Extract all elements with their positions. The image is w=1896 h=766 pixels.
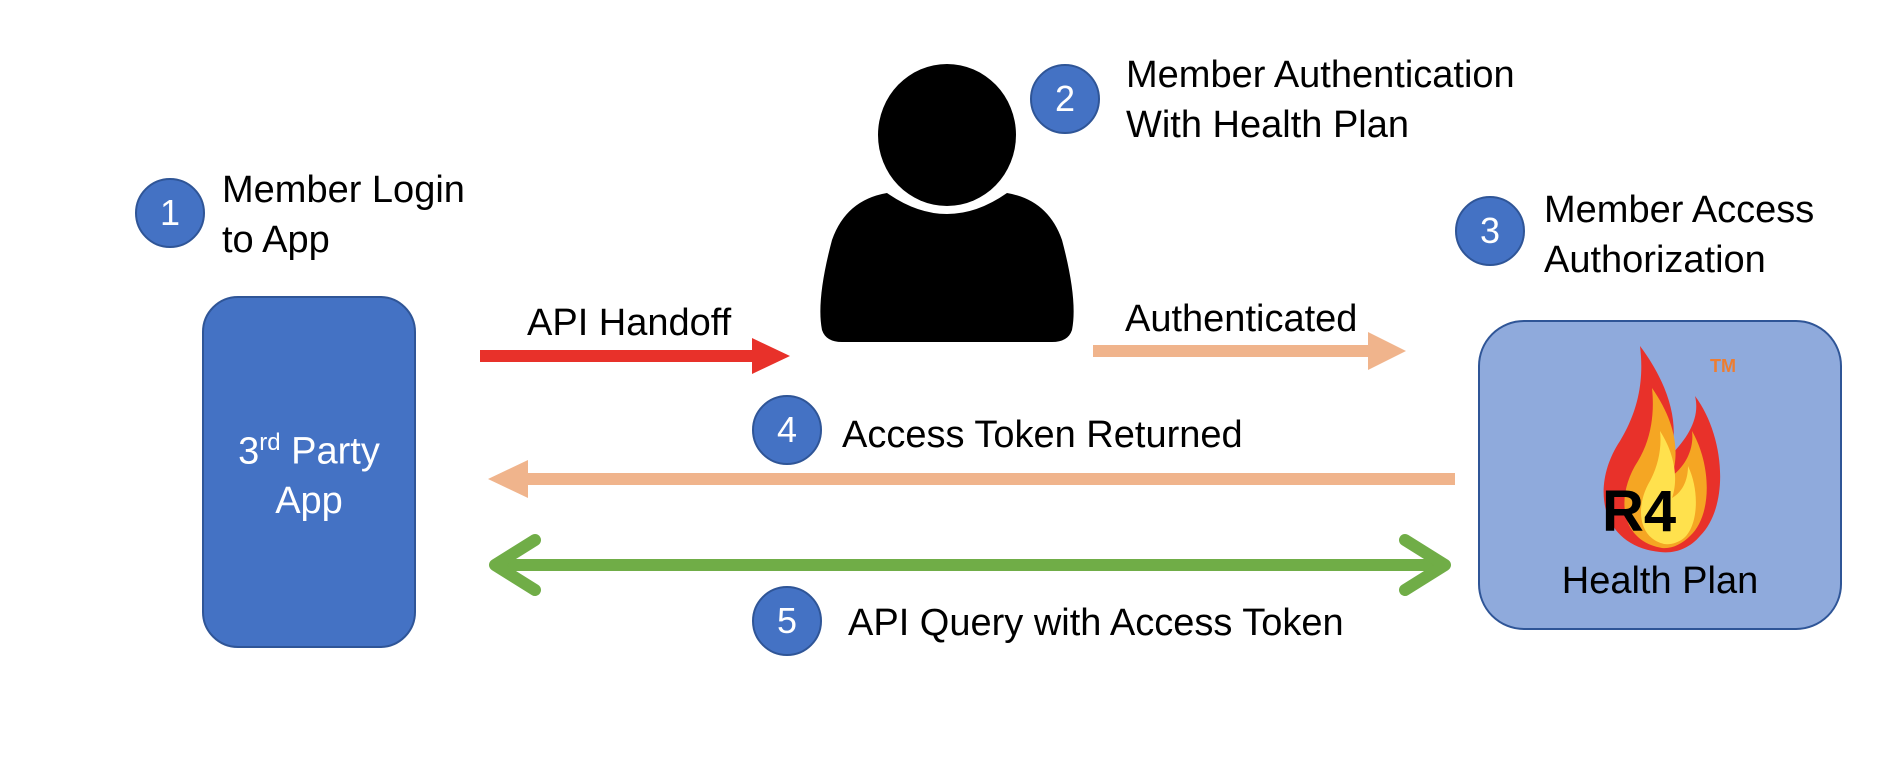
- api-handoff-label: API Handoff: [527, 302, 732, 344]
- health-plan-box: TM R4 Health Plan: [1478, 320, 1842, 630]
- step-4-label: Access Token Returned: [842, 414, 1243, 456]
- step-1-badge: 1: [135, 178, 205, 248]
- authenticated-label: Authenticated: [1125, 298, 1358, 340]
- step-1-line2: to App: [222, 219, 330, 261]
- third-party-app-box: 3rd Party App: [202, 296, 416, 648]
- step-5-label: API Query with Access Token: [848, 602, 1344, 644]
- health-plan-label: Health Plan: [1561, 560, 1759, 602]
- step-3-line2: Authorization: [1544, 239, 1766, 281]
- access-token-returned-arrow: [488, 460, 1455, 498]
- step-1-label: Member Login to App: [222, 165, 465, 265]
- api-handoff-arrow: [480, 338, 790, 374]
- step-2-line1: Member Authentication: [1126, 54, 1515, 96]
- step-3-line1: Member Access: [1544, 189, 1815, 231]
- trademark-mark: TM: [1710, 356, 1736, 376]
- step-3-badge: 3: [1455, 196, 1525, 266]
- step-5-badge: 5: [752, 586, 822, 656]
- fhir-flame-logo-icon: [1603, 346, 1721, 553]
- member-person-icon: [820, 64, 1074, 342]
- r4-logo-text: R4: [1602, 479, 1677, 544]
- app-box-line2: App: [275, 480, 343, 523]
- authenticated-arrow: [1093, 332, 1406, 370]
- step-2-line2: With Health Plan: [1126, 104, 1410, 146]
- step-1-line1: Member Login: [222, 169, 465, 211]
- step-4-badge: 4: [752, 395, 822, 465]
- step-3-label: Member Access Authorization: [1544, 185, 1814, 285]
- step-2-label: Member Authentication With Health Plan: [1126, 50, 1515, 150]
- step-2-badge: 2: [1030, 64, 1100, 134]
- app-box-line1: 3rd Party: [238, 428, 380, 473]
- api-query-arrow: [489, 534, 1451, 596]
